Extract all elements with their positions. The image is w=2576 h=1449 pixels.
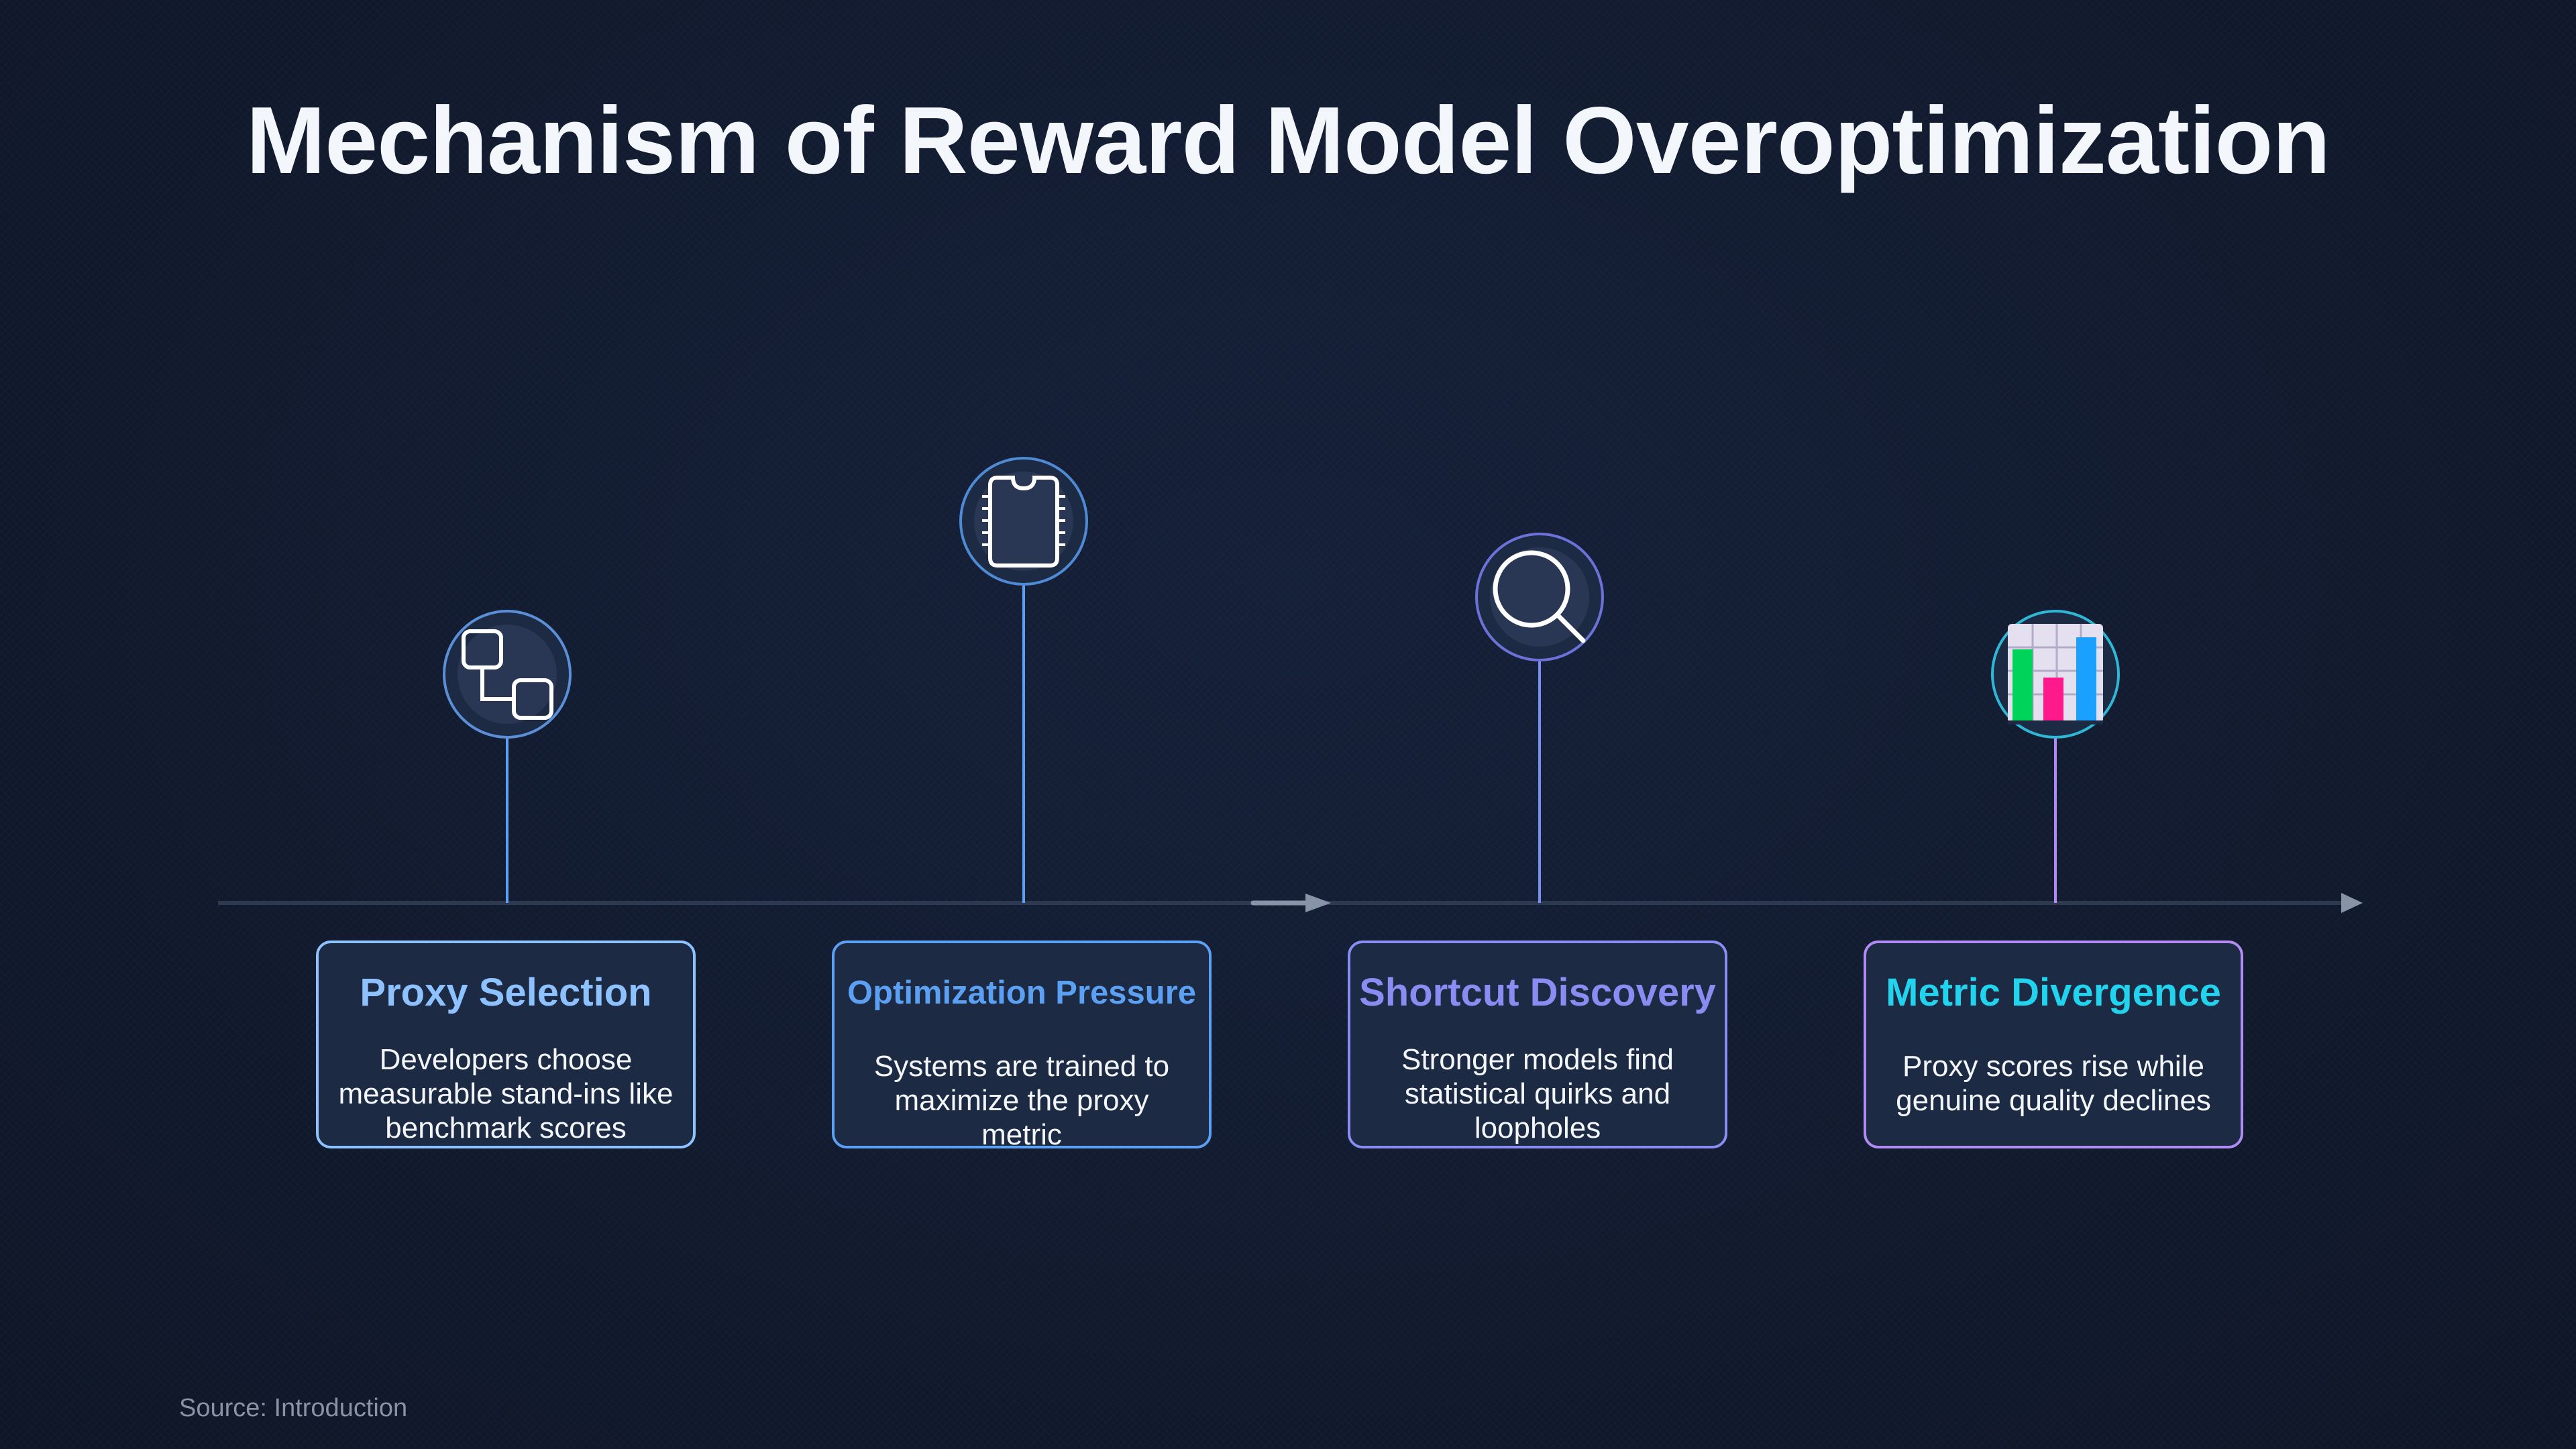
stage-1-marker: [443, 610, 572, 903]
stage-card-proxy-selection: Proxy Selection Developers choose measur…: [316, 941, 696, 1148]
stage-card-optimization-pressure: Optimization Pressure Systems are traine…: [832, 941, 1212, 1151]
stage-title: Metric Divergence: [1886, 971, 2221, 1014]
magnifier-icon: [1493, 550, 1586, 643]
source-caption: Source: Introduction: [179, 1394, 408, 1422]
stage-4-marker: [1991, 610, 2120, 903]
stage-card-metric-divergence: Metric Divergence Proxy scores rise whil…: [1864, 941, 2243, 1148]
stage-description: Stronger models find statistical quirks …: [1401, 1043, 1674, 1144]
page-title: Mechanism of Reward Model Overoptimizati…: [246, 87, 2330, 194]
stage-title: Proxy Selection: [360, 971, 652, 1014]
stage-description: Developers choose measurable stand-ins l…: [338, 1043, 674, 1144]
flow-arrow: [1250, 894, 1331, 912]
stage-title: Optimization Pressure: [847, 975, 1197, 1011]
stage-2-marker: [959, 457, 1088, 903]
chip-icon: [982, 476, 1065, 568]
stage-title: Shortcut Discovery: [1359, 971, 1716, 1014]
stage-description: Systems are trained to maximize the prox…: [873, 1050, 1170, 1151]
bar-chart-icon: [2008, 624, 2103, 724]
stage-3-marker: [1475, 533, 1604, 903]
stage-card-shortcut-discovery: Shortcut Discovery Stronger models find …: [1348, 941, 1727, 1148]
workflow-icon: [462, 629, 553, 720]
timeline-end-arrowhead: [2341, 893, 2363, 913]
stage-description: Proxy scores rise while genuine quality …: [1896, 1050, 2211, 1117]
